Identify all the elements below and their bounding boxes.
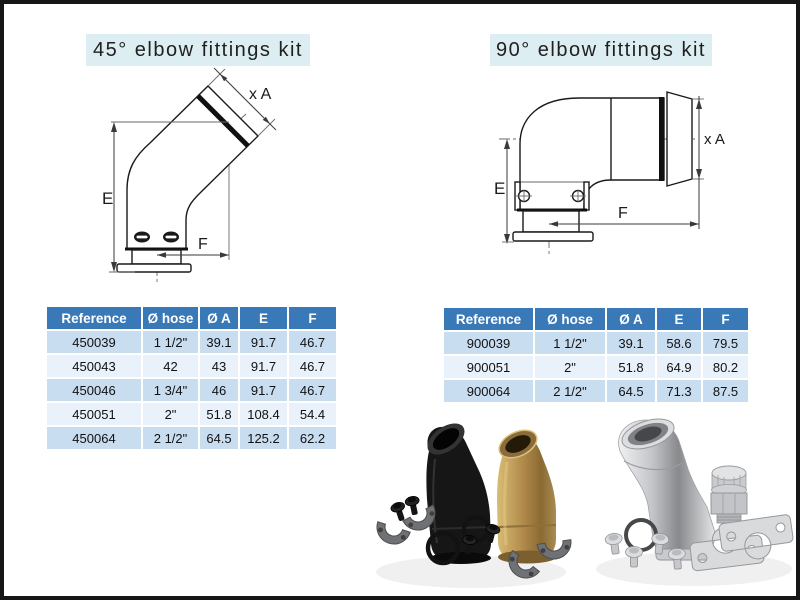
table-cell: 450064 xyxy=(47,427,141,449)
dimension-xa-90: x A xyxy=(693,96,725,229)
table-cell: 1 1/2" xyxy=(535,332,605,354)
screw-head-icon xyxy=(516,189,532,203)
table-cell: 46.7 xyxy=(289,355,336,377)
column-header: E xyxy=(240,307,287,329)
spec-table-90: Reference Ø hose Ø A E F 900039 1 1/2" 3… xyxy=(442,306,750,404)
table-cell: 39.1 xyxy=(200,331,238,353)
table-row: 450043 42 43 91.7 46.7 xyxy=(47,355,336,377)
table-cell: 91.7 xyxy=(240,355,287,377)
table-cell: 1 3/4" xyxy=(143,379,198,401)
table-cell: 2 1/2" xyxy=(535,380,605,402)
table-row: 900051 2" 51.8 64.9 80.2 xyxy=(444,356,748,378)
column-header: F xyxy=(703,308,748,330)
table-cell: 2" xyxy=(143,403,198,425)
dim-label-e-90: E xyxy=(494,179,505,198)
elbow-90-technical-drawing: E x A F xyxy=(494,91,725,254)
elbow-45-outline xyxy=(116,85,259,273)
table-cell: 80.2 xyxy=(703,356,748,378)
dimension-e-45: E xyxy=(102,121,229,273)
table-row: 900064 2 1/2" 64.5 71.3 87.5 xyxy=(444,380,748,402)
column-header: Ø hose xyxy=(143,307,198,329)
table-cell: 51.8 xyxy=(607,356,655,378)
elbow-45-technical-drawing: E x A F xyxy=(102,67,277,283)
table-cell: 900064 xyxy=(444,380,533,402)
table-cell: 62.2 xyxy=(289,427,336,449)
dimension-f-90: F xyxy=(549,205,699,227)
table-cell: 108.4 xyxy=(240,403,287,425)
table-header-row: Reference Ø hose Ø A E F xyxy=(47,307,336,329)
spec-table-45: Reference Ø hose Ø A E F 450039 1 1/2" 3… xyxy=(45,305,338,451)
table-cell: 450046 xyxy=(47,379,141,401)
table-row: 450039 1 1/2" 39.1 91.7 46.7 xyxy=(47,331,336,353)
table-cell: 46.7 xyxy=(289,331,336,353)
table-cell: 2" xyxy=(535,356,605,378)
clamp-image xyxy=(372,521,411,549)
dimension-f-45: F xyxy=(157,236,229,258)
brass-elbow-image xyxy=(497,429,557,564)
section-title-45: 45° elbow fittings kit xyxy=(86,34,310,66)
table-cell: 46.7 xyxy=(289,379,336,401)
table-row: 450064 2 1/2" 64.5 125.2 62.2 xyxy=(47,427,336,449)
table-cell: 1 1/2" xyxy=(143,331,198,353)
photo-45-elbow-kit xyxy=(372,423,574,588)
table-cell: 51.8 xyxy=(200,403,238,425)
hex-adapter-image xyxy=(710,465,748,524)
table-cell: 71.3 xyxy=(657,380,701,402)
table-row: 900039 1 1/2" 39.1 58.6 79.5 xyxy=(444,332,748,354)
table-cell: 2 1/2" xyxy=(143,427,198,449)
dim-label-xa-45: x A xyxy=(249,86,272,103)
column-header: Reference xyxy=(47,307,141,329)
table-cell: 125.2 xyxy=(240,427,287,449)
table-cell: 900051 xyxy=(444,356,533,378)
table-row: 450051 2" 51.8 108.4 54.4 xyxy=(47,403,336,425)
column-header: Reference xyxy=(444,308,533,330)
table-cell: 43 xyxy=(200,355,238,377)
column-header: Ø hose xyxy=(535,308,605,330)
table-cell: 450051 xyxy=(47,403,141,425)
dim-label-f-90: F xyxy=(618,205,628,222)
dim-label-f-45: F xyxy=(198,236,208,253)
table-cell: 64.5 xyxy=(200,427,238,449)
bolt-image xyxy=(604,531,625,556)
table-cell: 87.5 xyxy=(703,380,748,402)
table-cell: 79.5 xyxy=(703,332,748,354)
table-cell: 91.7 xyxy=(240,331,287,353)
dim-label-e-45: E xyxy=(102,189,113,208)
o-ring-image xyxy=(624,518,658,552)
table-cell: 64.9 xyxy=(657,356,701,378)
table-cell: 450043 xyxy=(47,355,141,377)
dimension-e-90: E xyxy=(494,139,514,244)
column-header: Ø A xyxy=(607,308,655,330)
table-cell: 58.6 xyxy=(657,332,701,354)
table-cell: 42 xyxy=(143,355,198,377)
table-cell: 39.1 xyxy=(607,332,655,354)
table-row: 450046 1 3/4" 46 91.7 46.7 xyxy=(47,379,336,401)
table-cell: 54.4 xyxy=(289,403,336,425)
column-header: E xyxy=(657,308,701,330)
photo-90-elbow-kit xyxy=(596,418,796,586)
screw-head-icon xyxy=(570,189,586,203)
dim-label-xa-90: x A xyxy=(704,131,725,148)
table-cell: 450039 xyxy=(47,331,141,353)
o-ring-image xyxy=(425,530,461,566)
shadow xyxy=(376,556,566,588)
dimension-xa-45: x A xyxy=(207,67,277,137)
bolt-image xyxy=(403,494,423,517)
table-cell: 900039 xyxy=(444,332,533,354)
table-header-row: Reference Ø hose Ø A E F xyxy=(444,308,748,330)
table-cell: 64.5 xyxy=(607,380,655,402)
table-cell: 91.7 xyxy=(240,379,287,401)
section-title-90: 90° elbow fittings kit xyxy=(490,34,712,66)
elbow-90-outline xyxy=(512,91,693,242)
column-header: F xyxy=(289,307,336,329)
table-cell: 46 xyxy=(200,379,238,401)
column-header: Ø A xyxy=(200,307,238,329)
rubber-elbow-image xyxy=(426,423,491,564)
